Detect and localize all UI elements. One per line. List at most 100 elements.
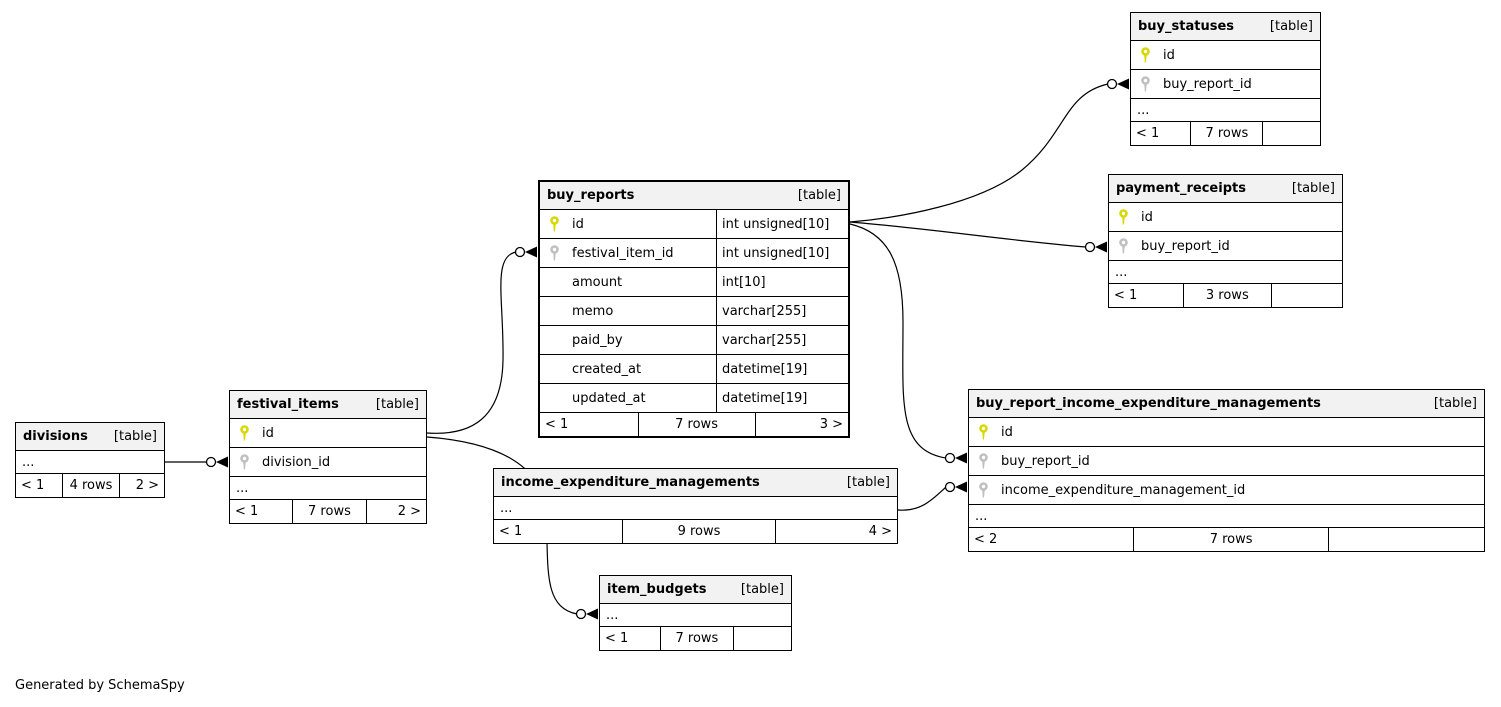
column-row: updated_at datetime[19] [540,383,848,412]
footer-outgoing: 4 > [868,524,892,539]
column-row: division_id [230,447,426,476]
column-name: updated_at [572,390,646,406]
column-type: datetime[19] [716,384,848,412]
table-buy-report-income-expenditure-managements[interactable]: buy_report_income_expenditure_management… [968,389,1485,552]
column-name: buy_report_id [1141,238,1230,254]
relationship-buy-reports-buy-statuses [849,78,1129,223]
footer-incoming: < 1 [540,413,639,436]
table-tag: [table] [797,188,841,203]
footer-outgoing [1272,284,1342,307]
table-item-budgets[interactable]: item_budgets [table] ... < 1 7 rows [599,575,792,651]
table-payment-receipts[interactable]: payment_receipts [table] id buy_report_i… [1108,174,1343,308]
column-type: varchar[255] [716,326,848,354]
table-header: buy_reports [table] [540,182,848,209]
footer-rowcount: 7 rows [1191,122,1264,145]
table-footer: < 2 7 rows [969,527,1484,551]
table-tag: [table] [1433,396,1477,411]
footer-incoming: < 1 [600,627,662,650]
column-row: id int unsigned[10] [540,209,848,238]
primary-key-icon [239,424,250,442]
table-name: income_expenditure_managements [501,475,760,490]
table-tag: [table] [846,475,890,490]
primary-key-icon [549,215,560,233]
table-header: item_budgets [table] [600,576,791,603]
column-name: id [1141,209,1153,225]
column-row: buy_report_id [969,446,1484,475]
column-row: paid_by varchar[255] [540,325,848,354]
table-footer: < 1 7 rows [1131,121,1320,145]
column-type: datetime[19] [716,355,848,383]
table-footer: < 1 4 rows 2 > [16,473,164,497]
column-row: id [230,418,426,447]
footer-incoming: < 1 [16,474,64,497]
footer-rowcount: 7 rows [639,413,756,436]
column-row: income_expenditure_management_id [969,475,1484,504]
column-row: id [1109,202,1342,231]
ellipsis-row: ... [969,504,1484,527]
table-festival-items[interactable]: festival_items [table] id division_id ..… [229,390,427,524]
table-header: festival_items [table] [230,391,426,418]
table-name: festival_items [237,397,339,412]
primary-key-icon [1140,46,1151,64]
column-row: buy_report_id [1131,69,1320,98]
relationship-buy-reports-brem [849,223,967,464]
primary-key-icon [978,423,989,441]
table-name: payment_receipts [1116,181,1246,196]
ellipsis-row: ... [230,476,426,499]
footer-rowcount: 7 rows [293,500,368,523]
footer-incoming: < 1 [230,500,293,523]
footer-outgoing [1263,122,1320,145]
foreign-key-icon [1140,75,1151,93]
column-row: festival_item_id int unsigned[10] [540,238,848,267]
column-name: income_expenditure_management_id [1001,482,1246,498]
ellipsis-row: ... [600,603,791,626]
footer-outgoing [734,627,791,650]
table-tag: [table] [113,429,157,444]
table-footer: < 1 9 rows 4 > [494,519,897,543]
footer-incoming: < 2 [969,528,1134,551]
column-type: int[10] [716,268,848,296]
column-row: created_at datetime[19] [540,354,848,383]
column-row: buy_report_id [1109,231,1342,260]
ellipsis-row: ... [494,496,897,519]
foreign-key-icon [978,452,989,470]
footer-rowcount: 4 rows [63,474,120,497]
ellipsis-row: ... [1131,98,1320,121]
table-header: divisions [table] [16,423,164,450]
relationship-buy-reports-payment-receipts [849,221,1107,253]
footer-outgoing: 3 > [819,417,843,432]
table-buy-statuses[interactable]: buy_statuses [table] id buy_report_id ..… [1130,12,1321,146]
column-name: id [1001,424,1013,440]
table-header: income_expenditure_managements [table] [494,469,897,496]
column-name: id [262,425,274,441]
table-buy-reports[interactable]: buy_reports [table] id int unsigned[10] … [538,180,850,438]
footer-rowcount: 7 rows [661,627,734,650]
primary-key-icon [1118,208,1129,226]
generator-credit: Generated by SchemaSpy [15,678,185,693]
column-name: id [1163,47,1175,63]
column-name: created_at [572,361,642,377]
column-name: memo [572,303,614,319]
table-name: divisions [23,429,88,444]
column-row: amount int[10] [540,267,848,296]
table-name: buy_statuses [1138,19,1235,34]
table-footer: < 1 7 rows 3 > [540,412,848,436]
foreign-key-icon [239,453,250,471]
table-income-expenditure-managements[interactable]: income_expenditure_managements [table] .… [493,468,898,544]
table-header: buy_statuses [table] [1131,13,1320,40]
table-divisions[interactable]: divisions [table] ... < 1 4 rows 2 > [15,422,165,498]
table-tag: [table] [1291,181,1335,196]
relationship-iem-brem [897,481,967,511]
column-type: int unsigned[10] [716,239,848,267]
table-name: buy_report_income_expenditure_management… [976,396,1321,411]
column-name: buy_report_id [1163,76,1252,92]
column-name: amount [572,274,623,290]
footer-rowcount: 3 rows [1184,284,1273,307]
column-row: id [1131,40,1320,69]
footer-rowcount: 7 rows [1134,528,1330,551]
footer-outgoing [1329,528,1484,551]
table-tag: [table] [1269,19,1313,34]
foreign-key-icon [549,244,560,262]
column-name: festival_item_id [572,245,674,261]
table-header: payment_receipts [table] [1109,175,1342,202]
